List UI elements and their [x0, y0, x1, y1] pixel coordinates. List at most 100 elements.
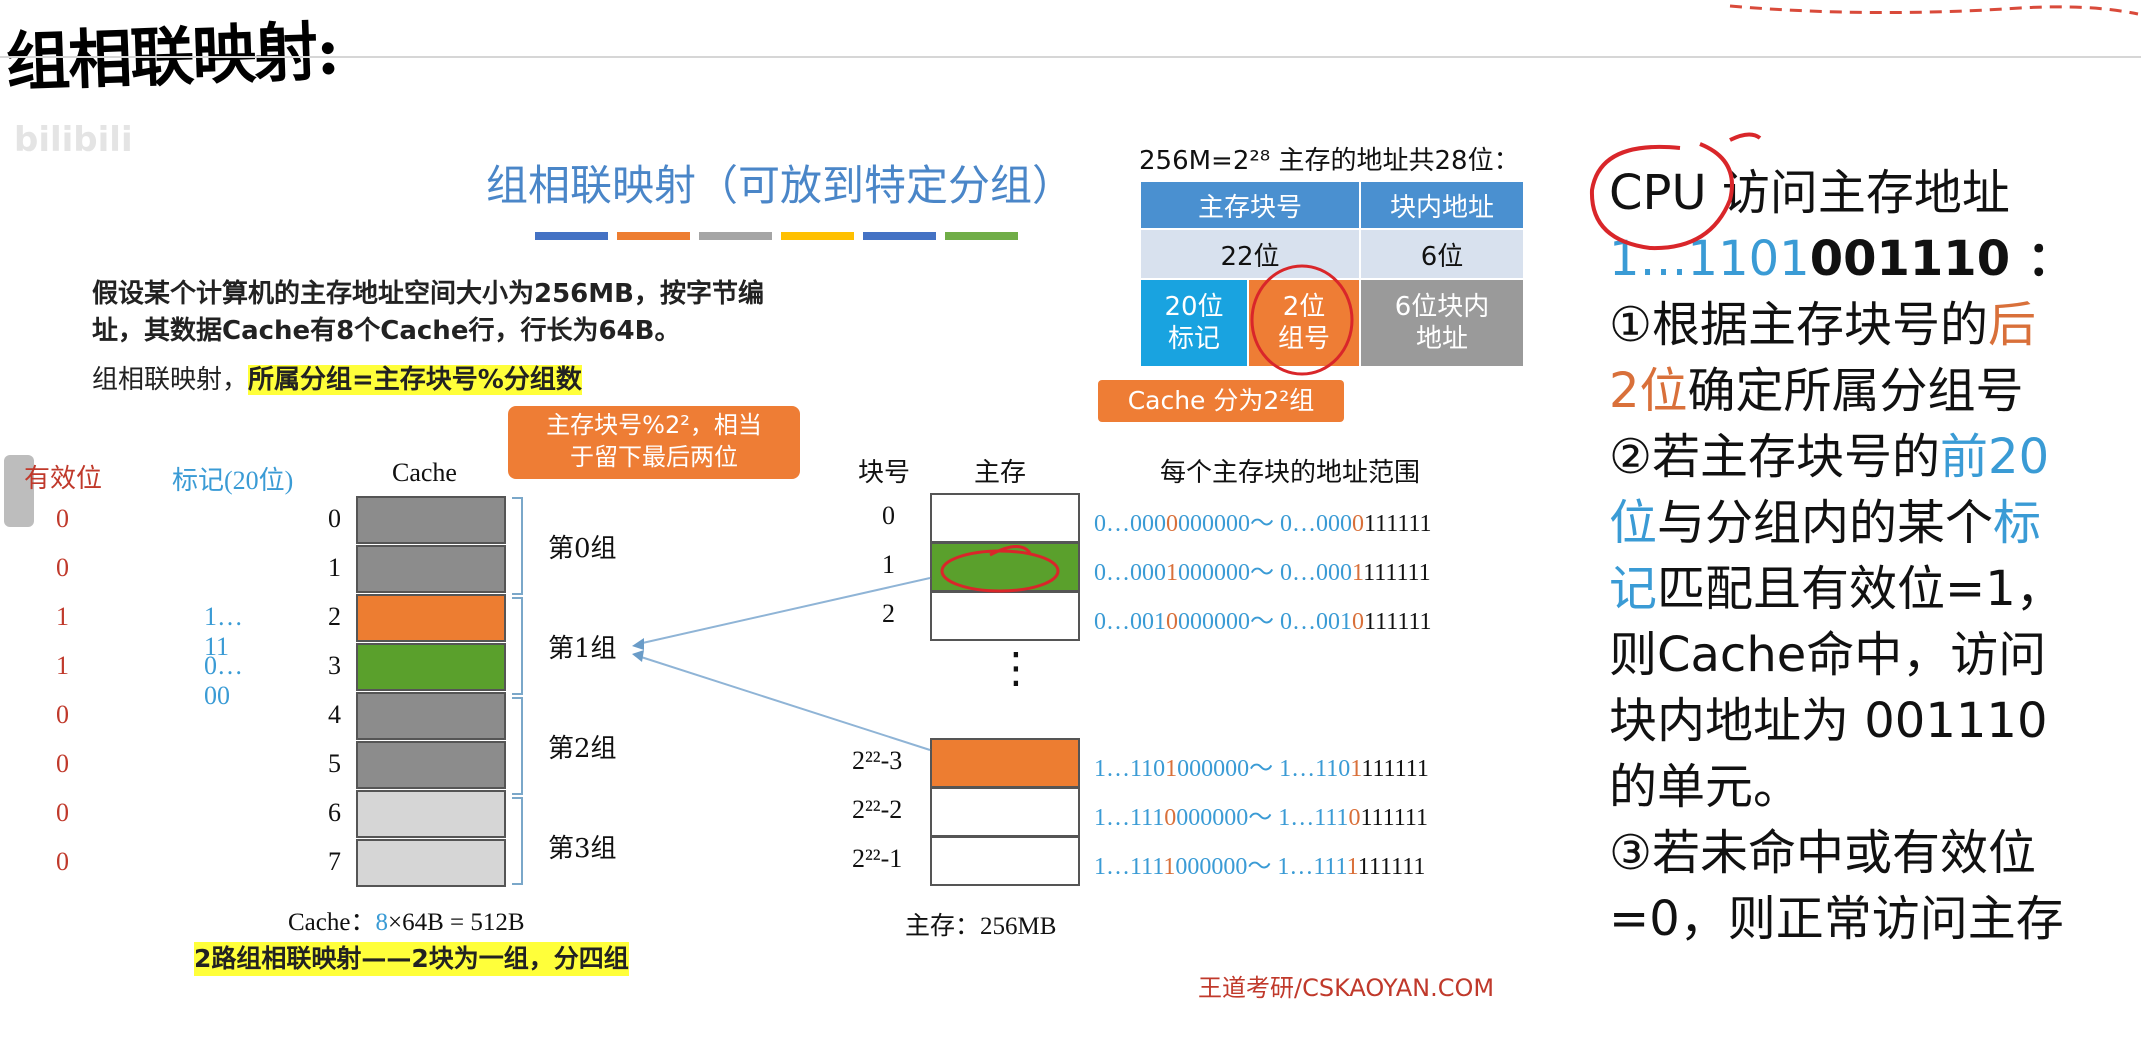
title-bar-4: [863, 232, 936, 240]
range-part: 0: [1166, 609, 1178, 635]
range-part: 0: [1348, 805, 1361, 831]
cache-line: [356, 594, 506, 642]
group-braces: [512, 497, 523, 885]
range-part: 1: [1165, 756, 1178, 782]
explain-line-2: 1…1101001110 ：: [1609, 226, 2129, 292]
title-color-bars: [535, 225, 1027, 244]
dashed-annotation-stroke: [1729, 4, 2139, 16]
memory-block: [930, 836, 1080, 886]
block-number-header: 块号: [858, 458, 911, 487]
range-part: 1…110: [1094, 756, 1166, 782]
cache-line-index: 3: [328, 651, 341, 680]
explain-line-12: =0，则正常访问主存: [1609, 891, 2064, 947]
cache-valid-bit: 0: [56, 798, 69, 827]
cache-valid-bit: 0: [56, 700, 69, 729]
explain-l4b: 确定所属分组号: [1687, 363, 2024, 419]
mapping-arrows: [632, 577, 931, 751]
cache-valid-bit: 1: [56, 651, 69, 680]
group-label-0: 第0组: [548, 534, 617, 564]
memory-address-range: 1…1101000000～ 1…1101111111: [1094, 748, 1429, 783]
problem-statement: 假设某个计算机的主存地址空间大小为256MB，按字节编 址，其数据Cache有8…: [92, 276, 764, 350]
memory-address-range: 0…0000000000～ 0…0000111111: [1094, 503, 1432, 538]
range-part: 1: [1352, 560, 1364, 586]
memory-block: [930, 493, 1080, 543]
range-part: 1: [1166, 560, 1178, 586]
cache-tag: 1…11: [204, 602, 243, 661]
explain-l7a: 记: [1609, 561, 1658, 617]
range-part: 111111: [1361, 756, 1429, 782]
range-part: 0: [1166, 511, 1178, 537]
group-label-2: 第2组: [548, 734, 617, 764]
tag-bits-line1: 20位: [1164, 292, 1224, 322]
handwritten-title: 组相联映射:: [4, 14, 340, 101]
cache-line-index: 7: [328, 847, 341, 876]
explain-l6c: 标: [1993, 495, 2042, 551]
cache-tag: 0…00: [204, 651, 243, 710]
title-bar-5: [945, 232, 1018, 240]
callout-line-1: 主存块号%2²，相当: [546, 411, 762, 439]
group-label-1: 第1组: [548, 634, 617, 664]
title-bar-1: [617, 232, 690, 240]
bilibili-watermark: bilibili: [14, 120, 133, 160]
tag-bits-line2: 标记: [1167, 324, 1220, 354]
range-part: 111111: [1364, 511, 1432, 537]
cache-size-prefix: Cache：: [288, 909, 376, 936]
cache-valid-bit: 0: [56, 504, 69, 533]
explain-l6b: 与分组内的某个: [1657, 495, 1994, 551]
explain-address-offset: 001110 ：: [1809, 231, 2075, 287]
header-divider: [0, 56, 2141, 58]
explain-l7b: 匹配且有效位=1，: [1657, 561, 2064, 617]
explain-l4a: 2位: [1609, 363, 1688, 419]
range-part: 000000～ 1…111: [1176, 805, 1349, 831]
memory-block-number: 2²²-3: [852, 746, 903, 775]
offset-bits-cell: 6位块内 地址: [1359, 278, 1525, 368]
cache-line: [356, 741, 506, 789]
offset-bits-line1: 6位块内: [1394, 292, 1490, 322]
side-collapse-handle[interactable]: [4, 455, 34, 527]
memory-address-range: 0…0010000000～ 0…0010111111: [1094, 601, 1432, 636]
address-format-table: 主存块号 块内地址 22位 6位 20位 标记 2位 组号 6位块内 地址: [1139, 180, 1525, 368]
range-part: 111111: [1360, 805, 1428, 831]
range-part: 1: [1350, 756, 1362, 782]
range-part: 000000～ 0…001: [1178, 609, 1352, 635]
explain-l3b: 后: [1988, 297, 2037, 353]
memory-block-number: 2²²-1: [852, 844, 903, 873]
explain-line-9: 块内地址为 001110: [1609, 693, 2048, 749]
explain-line-5: ②若主存块号的前20: [1609, 424, 2129, 490]
group-rule-formula: 所属分组=主存块号%分组数: [248, 365, 582, 395]
cache-valid-bit: 0: [56, 749, 69, 778]
range-part: 1…111: [1094, 854, 1164, 880]
footer-watermark: 王道考研/CSKAOYAN.COM: [1198, 974, 1495, 1002]
cache-line-index: 0: [328, 504, 341, 533]
block-number-cell: 主存块号: [1139, 180, 1361, 230]
explain-line-7: 记匹配且有效位=1，: [1609, 556, 2129, 622]
range-part: 1: [1163, 854, 1176, 880]
memory-header: 主存: [974, 458, 1027, 487]
cache-line: [356, 692, 506, 740]
memory-address-range: 0…0001000000～ 0…0001111111: [1094, 552, 1431, 587]
callout-line-2: 于留下最后两位: [570, 443, 738, 471]
range-part: 000000～ 0…000: [1178, 560, 1352, 586]
explain-line-10: 的单元。: [1609, 759, 1802, 815]
tag-bits-cell: 20位 标记: [1139, 278, 1249, 368]
cache-valid-bit: 0: [56, 847, 69, 876]
cache-line-index: 2: [328, 602, 341, 631]
cache-size-rest: ×64B = 512B: [387, 909, 525, 936]
tag-header: 标记(20位): [172, 466, 294, 495]
group-label-3: 第3组: [548, 834, 617, 864]
range-part: 111111: [1363, 560, 1431, 586]
range-part: 0…000: [1094, 511, 1166, 537]
problem-line-1: 假设某个计算机的主存地址空间大小为256MB，按字节编: [92, 279, 764, 309]
bits6-cell: 6位: [1359, 228, 1525, 280]
explain-l5a: ②若主存块号的: [1609, 429, 1941, 485]
group-bits-line1: 2位: [1282, 292, 1326, 322]
range-part: 111111: [1364, 609, 1432, 635]
cache-line: [356, 839, 506, 887]
title-bar-2: [699, 232, 772, 240]
explain-line-6: 位与分组内的某个标: [1609, 490, 2129, 556]
explain-line-8: 则Cache命中，访问: [1609, 627, 2047, 683]
cache-size-lines: 8: [375, 909, 388, 936]
cache-line-index: 1: [328, 553, 341, 582]
memory-block-number: 2: [882, 599, 895, 628]
title-bar-0: [535, 232, 608, 240]
